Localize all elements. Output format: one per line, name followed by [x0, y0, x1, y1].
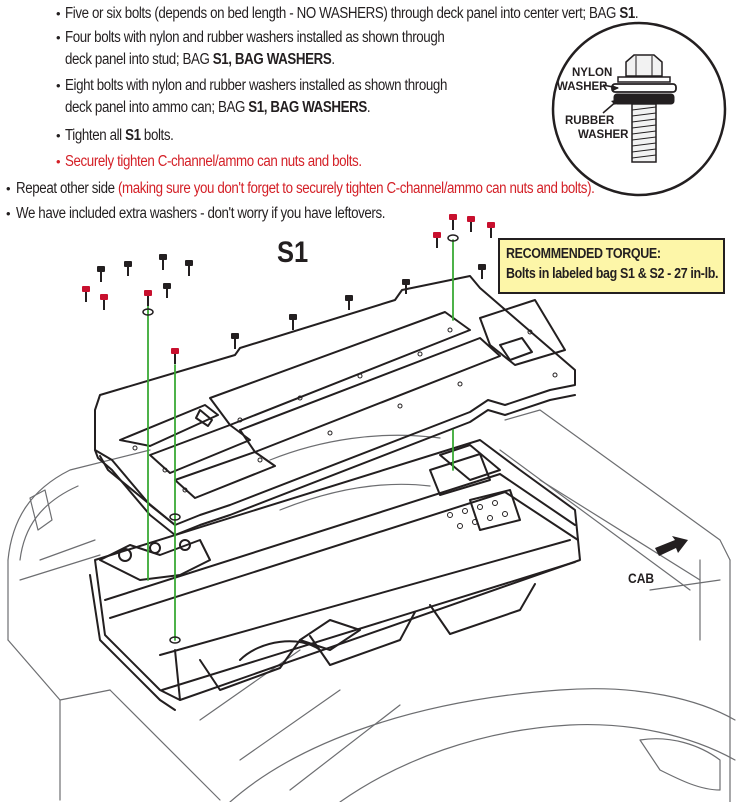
rubber-label-2: WASHER [578, 129, 629, 141]
bolt-icon [345, 295, 353, 310]
instruction-line-6: Repeat other side (making sure you don't… [16, 179, 595, 198]
bolt-icon [97, 266, 105, 282]
instruction-line-4: Tighten all S1 bolts. [65, 126, 174, 145]
bolt-icon [163, 283, 171, 298]
washer-rings [142, 234, 459, 644]
bolt-icon [402, 279, 410, 294]
bullet: • [56, 128, 61, 143]
bolt-guide-lines [147, 239, 454, 641]
torque-value: Bolts in labeled bag S1 & S2 - 27 in-lb. [506, 266, 719, 282]
deck-panel-holes [132, 327, 558, 493]
nylon-washer-icon [611, 83, 677, 93]
bolt-icon [487, 222, 495, 238]
text: bolts. [140, 127, 174, 144]
bolt-icon [82, 286, 90, 302]
bag-label: S1, BAG WASHERS [212, 51, 332, 68]
bolt-icon [231, 333, 239, 349]
bag-label: S1, BAG WASHERS [248, 99, 367, 116]
bullet: • [56, 78, 61, 93]
rail-bolt-holes [447, 500, 508, 529]
instruction-line-2a: Four bolts with nylon and rubber washers… [65, 29, 445, 46]
nylon-label-2: WASHER [557, 81, 608, 93]
bolt-icon [467, 216, 475, 232]
bolt-icon [144, 290, 152, 306]
nylon-label-1: NYLON [572, 67, 612, 79]
bolt-icon [100, 294, 108, 310]
ammo-can-assembly [89, 439, 581, 711]
warning-text: (making sure you don't forget to securel… [117, 180, 595, 197]
text: Tighten all [65, 127, 126, 144]
instruction-line-7: We have included extra washers - don't w… [16, 205, 386, 222]
rubber-label-1: RUBBER [565, 115, 615, 127]
bag-label: S1 [125, 127, 141, 144]
bolt-icon [171, 348, 179, 364]
bullet: • [56, 30, 61, 45]
torque-box: RECOMMENDED TORQUE: Bolts in labeled bag… [498, 238, 725, 294]
bullet: • [6, 206, 11, 221]
bolt-icon [185, 260, 193, 276]
bullet: • [6, 181, 11, 196]
bullet: • [56, 6, 61, 21]
truck-bed-outline [7, 409, 736, 802]
instruction-line-5-warning: Securely tighten C-channel/ammo can nuts… [65, 153, 362, 170]
text: . [634, 5, 639, 22]
instruction-line-3a: Eight bolts with nylon and rubber washer… [65, 77, 447, 94]
bolt-icon [159, 254, 167, 270]
bullet: • [56, 154, 61, 169]
text: . [366, 99, 371, 116]
bolt-icon [433, 232, 441, 248]
bolt-icon [289, 314, 297, 330]
instruction-line-1: Five or six bolts (depends on bed length… [65, 4, 639, 23]
deck-panel [94, 275, 576, 536]
bolt-icon [478, 264, 486, 279]
text: deck panel into stud; BAG [65, 51, 213, 68]
text: Repeat other side [16, 180, 118, 197]
bolt-head-icon [625, 54, 663, 77]
torque-title: RECOMMENDED TORQUE: [506, 246, 661, 262]
text: Five or six bolts (depends on bed length… [65, 5, 620, 22]
bolt-icon [124, 261, 132, 276]
text: deck panel into ammo can; BAG [65, 99, 249, 116]
instruction-line-2b: deck panel into stud; BAG S1, BAG WASHER… [65, 50, 335, 69]
cab-label: CAB [628, 570, 655, 586]
text: . [331, 51, 335, 68]
diagram-bag-label: S1 [277, 236, 309, 269]
bolt-icon [449, 214, 457, 230]
washer-callout [551, 21, 727, 197]
instruction-line-3b: deck panel into ammo can; BAG S1, BAG WA… [65, 98, 371, 117]
bag-label: S1 [619, 5, 635, 22]
loose-bolts [82, 214, 495, 364]
cab-arrow-icon [655, 536, 688, 556]
